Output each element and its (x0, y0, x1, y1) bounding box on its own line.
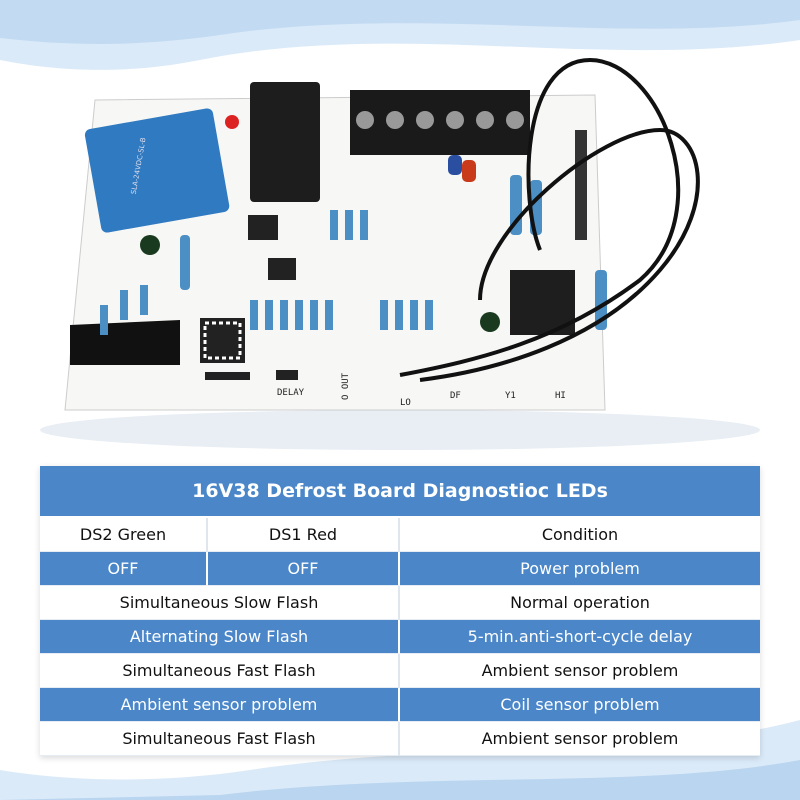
cell-led-state: Simultaneous Fast Flash (40, 654, 400, 688)
cell-condition: 5-min.anti-short-cycle delay (400, 620, 760, 654)
svg-text:Y1: Y1 (505, 391, 516, 401)
cell-ds2: OFF (40, 552, 208, 586)
table-header-row: DS2 Green DS1 Red Condition (40, 518, 760, 552)
table-title: 16V38 Defrost Board Diagnostioc LEDs (40, 466, 760, 518)
table-row: Ambient sensor problem Coil sensor probl… (40, 688, 760, 722)
cell-condition: Ambient sensor problem (400, 654, 760, 688)
svg-text:DELAY: DELAY (277, 388, 305, 398)
svg-text:LO: LO (400, 398, 411, 408)
cell-led-state: Simultaneous Slow Flash (40, 586, 400, 620)
terminal-block (350, 90, 530, 155)
table-row: Simultaneous Slow Flash Normal operation (40, 586, 760, 620)
delay-jumper (276, 370, 298, 380)
table-row: Simultaneous Fast Flash Ambient sensor p… (40, 654, 760, 688)
cell-condition: Coil sensor problem (400, 688, 760, 722)
diagnostic-led-table: 16V38 Defrost Board Diagnostioc LEDs DS2… (40, 466, 760, 756)
table-row: Alternating Slow Flash 5-min.anti-short-… (40, 620, 760, 654)
cell-led-state: Simultaneous Fast Flash (40, 722, 400, 756)
cell-condition: Ambient sensor problem (400, 722, 760, 756)
cell-led-state: Ambient sensor problem (40, 688, 400, 722)
sensor-wire (399, 57, 680, 377)
defrost-board-photo: SLA-24VDC-SL-B DELAY O OUT LO DF Y1 HI (40, 57, 760, 450)
cell-condition: Power problem (400, 552, 760, 586)
relay (84, 108, 230, 233)
qr-code (200, 318, 245, 363)
sensor-wire-2 (419, 127, 700, 382)
svg-text:HI: HI (555, 391, 566, 401)
svg-text:O OUT: O OUT (341, 372, 351, 400)
table-row: Simultaneous Fast Flash Ambient sensor p… (40, 722, 760, 756)
svg-text:DF: DF (450, 391, 461, 401)
black-relay (250, 82, 320, 202)
header-condition: Condition (400, 518, 760, 552)
header-ds2-green: DS2 Green (40, 518, 208, 552)
cell-led-state: Alternating Slow Flash (40, 620, 400, 654)
header-ds1-red: DS1 Red (208, 518, 400, 552)
table-row: OFF OFF Power problem (40, 552, 760, 586)
cell-ds1: OFF (208, 552, 400, 586)
cell-condition: Normal operation (400, 586, 760, 620)
